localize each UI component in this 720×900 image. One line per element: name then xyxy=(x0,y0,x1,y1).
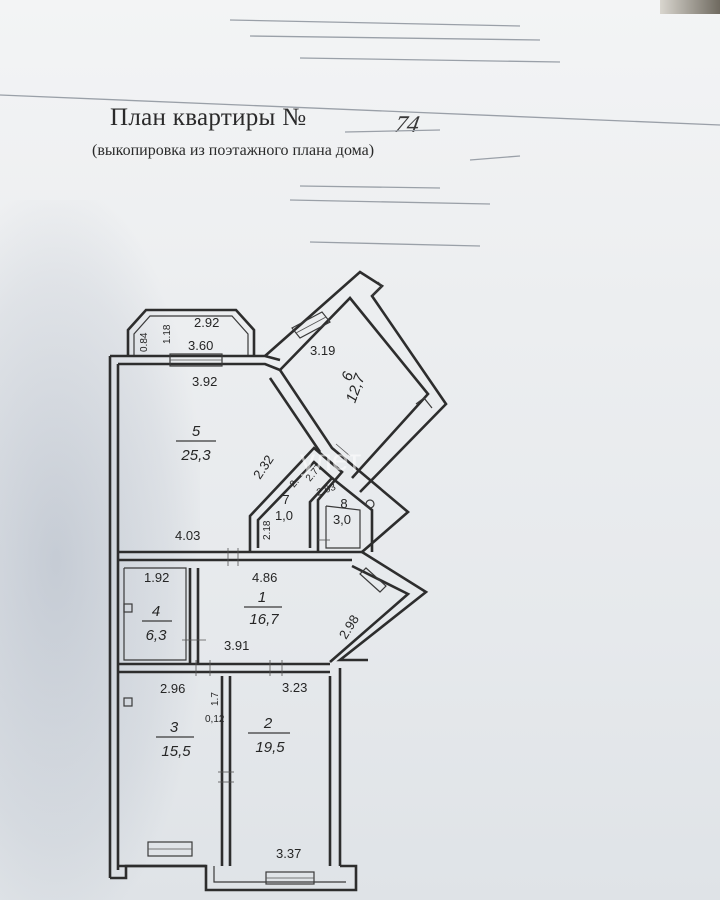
dim-diagonal-a: 2.32 xyxy=(250,452,277,481)
watermark-text: улет xyxy=(300,444,362,477)
svg-text:3: 3 xyxy=(170,719,179,736)
plan-subtitle: (выкопировка из поэтажного плана дома) xyxy=(92,142,375,159)
svg-text:2: 2 xyxy=(263,715,273,732)
svg-text:7: 7 xyxy=(282,492,289,507)
outer-walls xyxy=(108,270,448,892)
room-labels: 5 25,3 6 12,7 7 1,0 8 3,0 1 xyxy=(142,369,369,760)
windows xyxy=(147,311,387,885)
room-4-label: 4 6,3 xyxy=(142,603,172,644)
photo-corner-background xyxy=(660,0,720,14)
door-marks xyxy=(123,397,433,783)
svg-text:25,3: 25,3 xyxy=(180,447,211,464)
svg-text:16,7: 16,7 xyxy=(249,611,279,628)
dim-room4-top: 1.92 xyxy=(144,570,169,585)
dim-small-a: 1.7 xyxy=(210,692,221,706)
dim-room2-bottom: 3.37 xyxy=(276,846,301,861)
svg-text:6,3: 6,3 xyxy=(146,627,168,644)
svg-text:3,0: 3,0 xyxy=(333,512,351,527)
dim-balcony-side-a: 0.84 xyxy=(139,332,150,352)
svg-text:8: 8 xyxy=(340,496,347,511)
room-6-label: 6 12,7 xyxy=(338,369,369,405)
room-1-label: 1 16,7 xyxy=(244,589,282,628)
svg-text:19,5: 19,5 xyxy=(255,739,285,756)
dim-room6-top: 3.19 xyxy=(310,343,335,358)
dim-room5-bottom: 4.03 xyxy=(175,528,200,543)
balcony xyxy=(126,308,256,356)
svg-text:1,0: 1,0 xyxy=(275,508,293,523)
dimension-labels: 2.92 0.84 1.18 3.60 3.92 4.03 3.19 2.32 … xyxy=(139,315,362,861)
room-5-label: 5 25,3 xyxy=(176,423,216,464)
dim-room3-top: 2.96 xyxy=(160,681,185,696)
interior-walls xyxy=(118,446,375,866)
room-3-label: 3 15,5 xyxy=(156,719,194,760)
dim-room5-top: 3.92 xyxy=(192,374,217,389)
dim-balcony-side-b: 1.18 xyxy=(162,324,173,344)
room-2-label: 2 19,5 xyxy=(248,715,290,756)
dim-room1-bottom: 3.91 xyxy=(224,638,249,653)
svg-text:5: 5 xyxy=(192,423,201,440)
form-lines xyxy=(0,19,720,247)
room-8-label: 8 3,0 xyxy=(333,496,351,527)
svg-text:15,5: 15,5 xyxy=(161,743,191,760)
dim-small-b: 0,12 xyxy=(205,714,225,725)
svg-text:4: 4 xyxy=(152,603,160,620)
room-7-label: 7 1,0 xyxy=(275,492,293,523)
plan-title: План квартиры № xyxy=(110,104,307,131)
dim-room7-c: 2.03 xyxy=(315,482,337,499)
dim-room1-top: 4.86 xyxy=(252,570,277,585)
svg-text:1: 1 xyxy=(258,589,266,606)
dim-balcony-top: 2.92 xyxy=(194,315,219,330)
dim-balcony-inner: 3.60 xyxy=(188,338,213,353)
dim-room7-d: 2.18 xyxy=(262,520,273,540)
dim-room2-top: 3.23 xyxy=(282,680,307,695)
